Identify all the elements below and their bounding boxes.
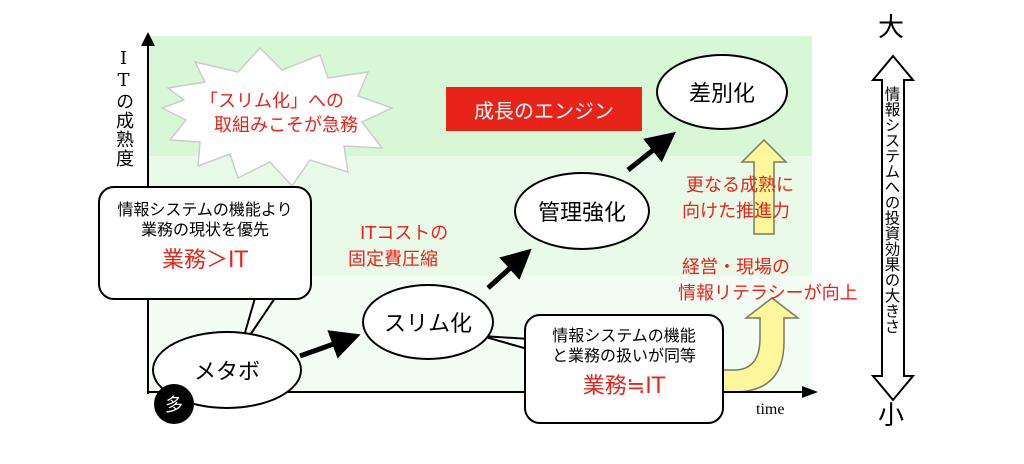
cost-note-line1: ITコストの <box>360 223 449 244</box>
small-badge: 多 <box>154 384 194 424</box>
y-axis-label: ITの成熟度 <box>113 48 134 168</box>
scale-double-arrow <box>870 54 916 402</box>
stage-slim: スリム化 <box>362 284 494 360</box>
stage-differentiation-label: 差別化 <box>688 82 755 107</box>
x-axis-arrowhead <box>802 386 818 398</box>
arrow-management-to-differentiation <box>626 131 676 172</box>
cost-note-line2: 固定費圧縮 <box>348 249 438 270</box>
literacy-note-line1: 経営・現場の <box>682 257 790 278</box>
yellow-curved-arrow <box>721 297 801 393</box>
scale-bottom-label: 小 <box>878 401 905 431</box>
stage-metabo-label: メタボ <box>193 360 260 385</box>
maturity-note-line1: 更なる成熟に <box>686 175 794 196</box>
right-bubble-emphasis: 業務≒IT <box>582 373 666 399</box>
scale-top-label: 大 <box>878 13 905 43</box>
left-bubble-emphasis: 業務＞IT <box>162 247 248 273</box>
small-badge-label: 多 <box>165 395 183 416</box>
arrow-slim-to-management <box>486 248 532 290</box>
stage-slim-label: スリム化 <box>383 312 472 337</box>
right-speech-bubble: 情報システムの機能 と業務の扱いが同等 業務≒IT <box>524 314 724 424</box>
burst-shape <box>160 46 394 188</box>
right-bubble-line2: と業務の扱いが同等 <box>551 346 696 366</box>
right-bubble-line1: 情報システムの機能 <box>552 326 696 345</box>
literacy-note-line2: 情報リテラシーが向上 <box>678 283 858 304</box>
burst-text-line1: 「スリム化」への <box>200 91 344 112</box>
yellow-up-arrow <box>740 138 788 235</box>
stage-management-label: 管理強化 <box>537 201 626 226</box>
stage-management: 管理強化 <box>514 172 650 250</box>
growth-engine-label: 成長のエンジン <box>446 87 642 131</box>
left-bubble-line1: 情報システムの機能より <box>117 200 293 219</box>
burst-text-line2: 取組みこそが急務 <box>214 115 358 136</box>
arrow-metabo-to-slim <box>299 330 361 359</box>
left-bubble-line2: 業務の現状を優先 <box>140 220 269 240</box>
stage-differentiation: 差別化 <box>656 54 788 130</box>
growth-engine-text: 成長のエンジン <box>474 98 614 123</box>
y-axis-arrowhead <box>141 32 155 46</box>
x-axis-label: time <box>756 401 785 418</box>
left-speech-bubble: 情報システムの機能より 業務の現状を優先 業務＞IT <box>98 186 312 300</box>
x-axis <box>147 391 807 393</box>
maturity-note-line2: 向けた推進力 <box>682 201 790 222</box>
scale-axis-label: 情報システムへの投資効果の大きさ <box>882 86 901 334</box>
